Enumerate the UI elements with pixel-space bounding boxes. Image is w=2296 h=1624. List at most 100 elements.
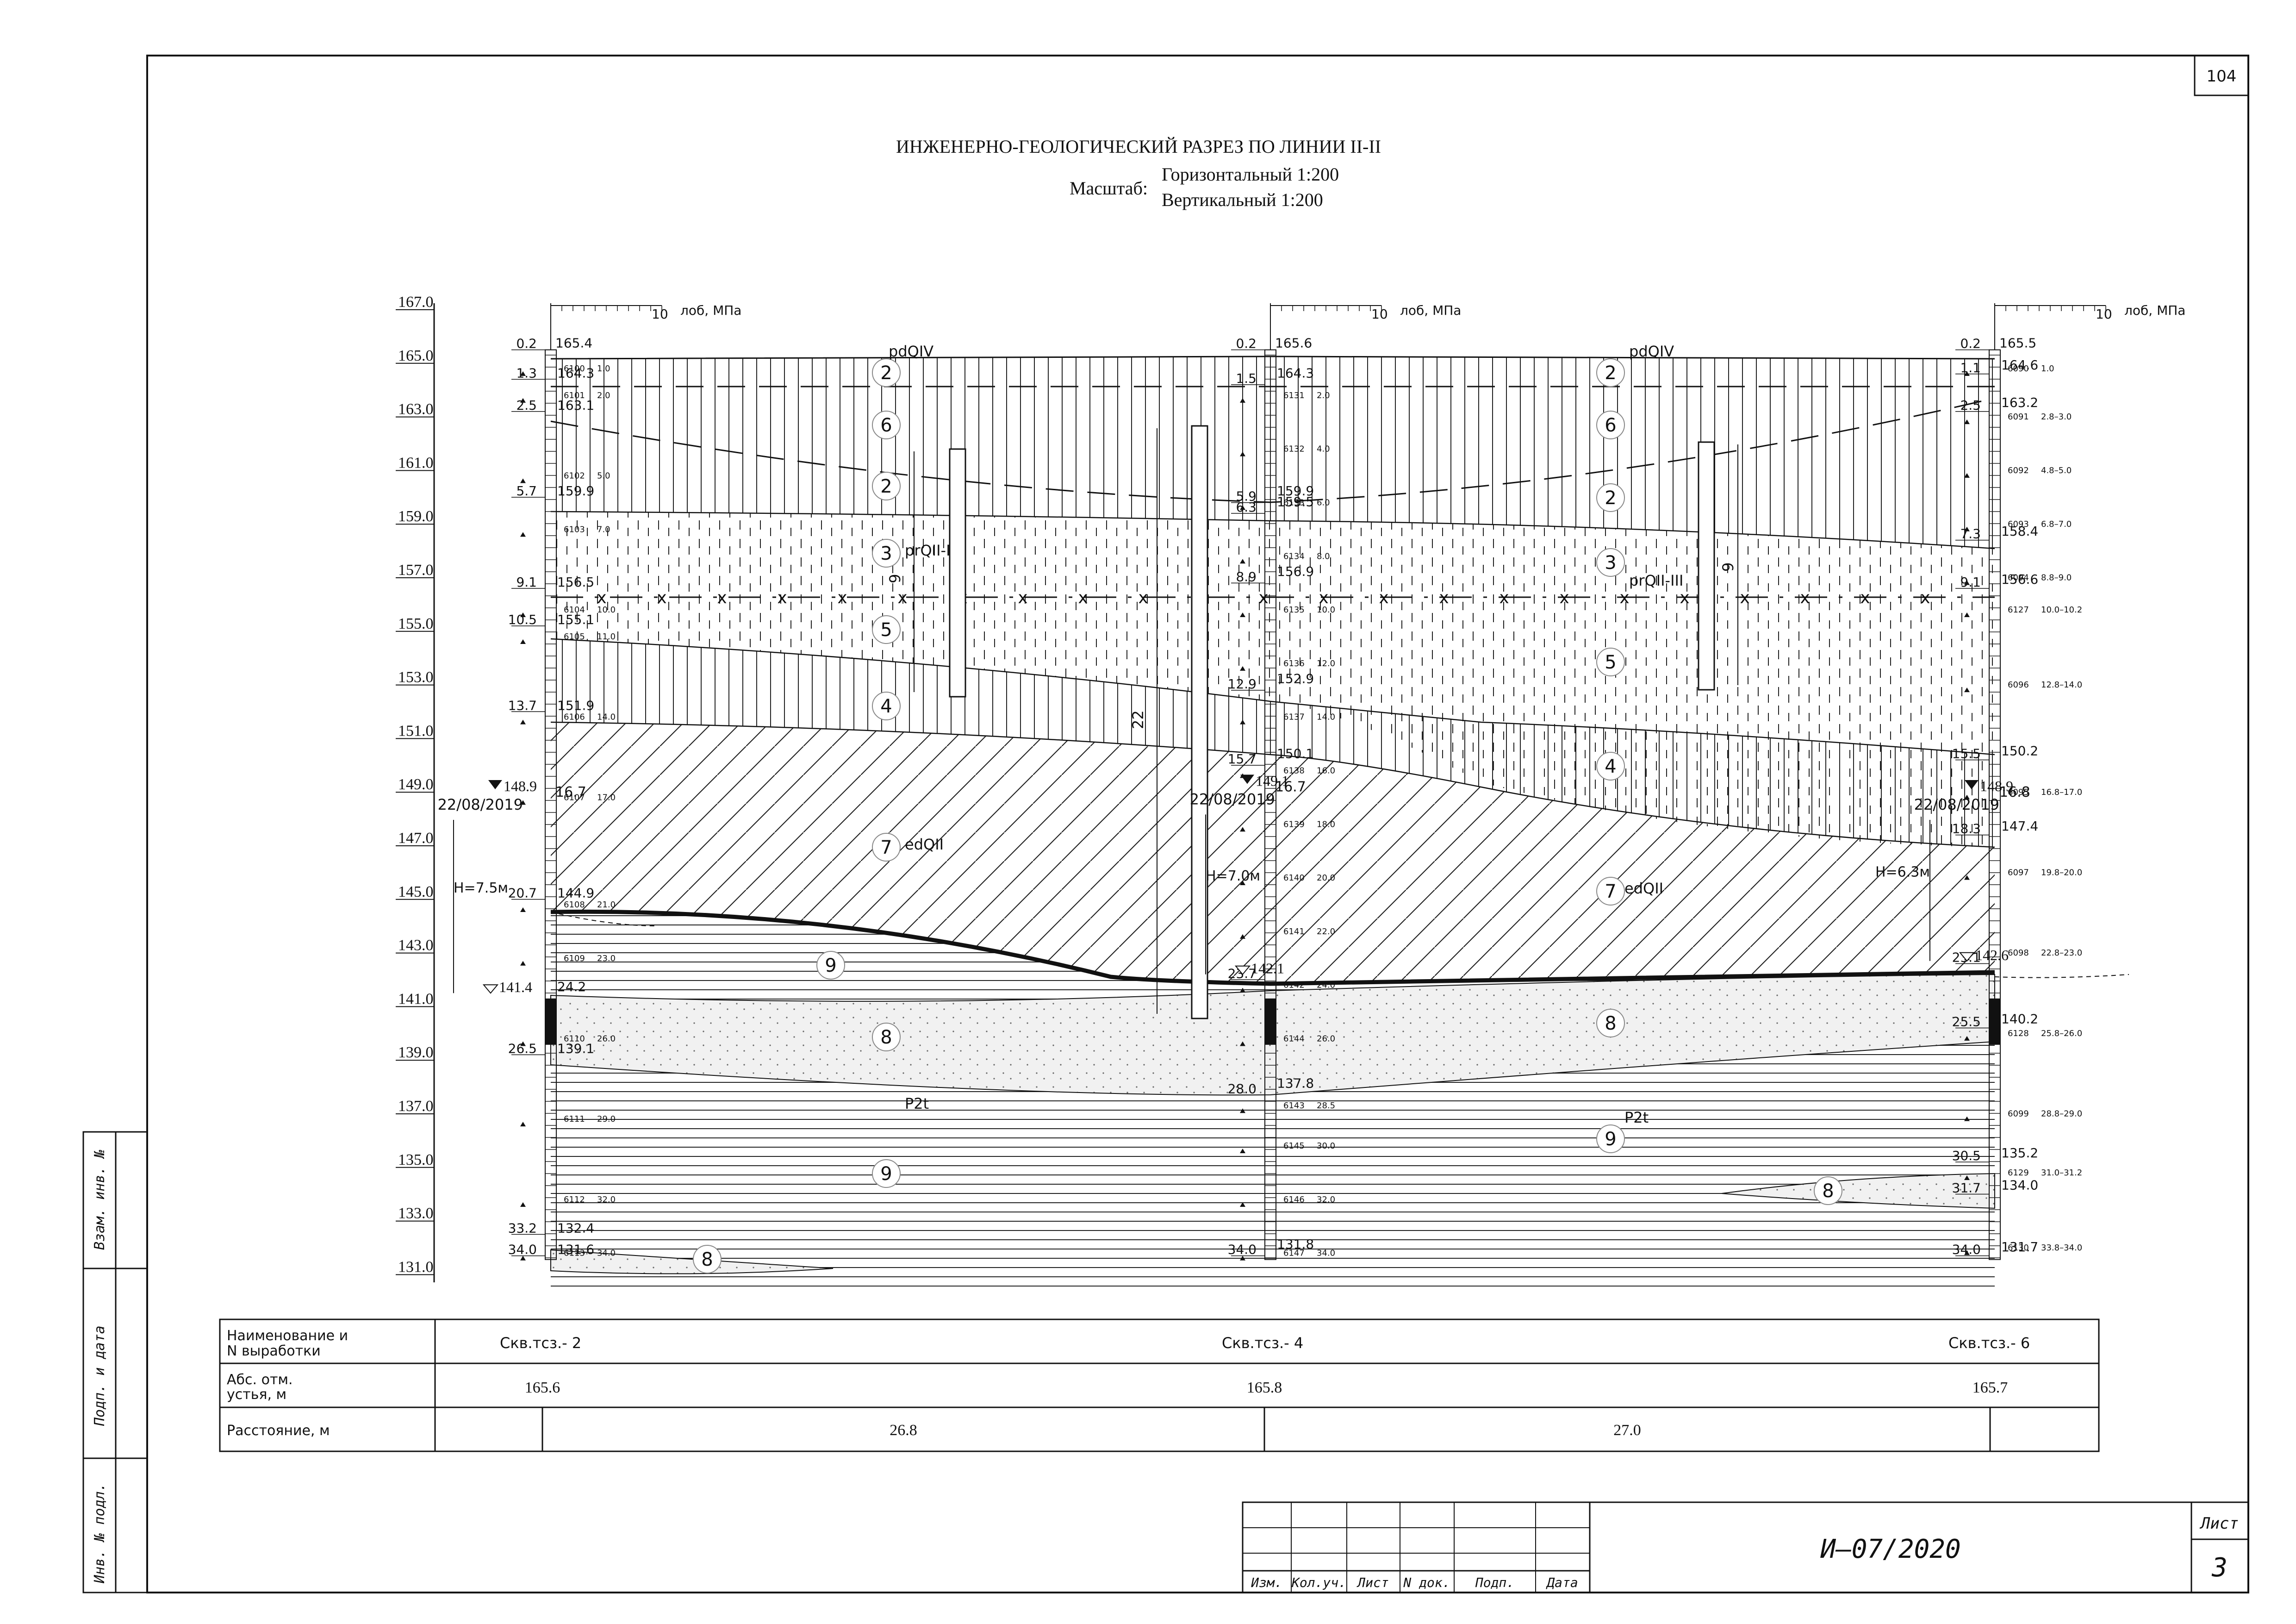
probe-unit: лоб, МПа [2124, 303, 2185, 318]
layer-number: 5 [1605, 652, 1616, 673]
sample-depth: 1.0 [2041, 364, 2054, 374]
elevation-label: 132.4 [557, 1220, 594, 1236]
borehole-head-elevation: 165.5 [1999, 336, 2036, 351]
sample-marker [520, 612, 526, 618]
layer-number-circle [1596, 483, 1625, 512]
sample-depth: 28.8–29.0 [2041, 1109, 2082, 1119]
layer-number-circle [872, 692, 901, 720]
depth-label: 34.0 [1228, 1242, 1257, 1257]
elevation-tick-label: 167.0 [398, 294, 434, 311]
depth-label: 15.7 [1228, 751, 1257, 767]
depth-label: 8.9 [1236, 569, 1257, 584]
layer-number-circle [872, 472, 901, 500]
elevation-tick-label: 143.0 [398, 937, 434, 954]
layer-number-circle [872, 411, 901, 439]
sample-depth: 26.0 [597, 1034, 616, 1043]
elevation-label: 152.9 [1277, 671, 1314, 686]
stamp-header-list: Лист [1356, 1575, 1388, 1590]
elevation-tick-label: 149.0 [398, 776, 434, 793]
borehole-column [545, 349, 557, 1260]
water-level-elevation: 149.1 [1256, 772, 1289, 789]
sample-id: 6144 [1283, 1034, 1305, 1043]
table-distance-0: 26.8 [890, 1422, 917, 1439]
sample-id: 6091 [2008, 412, 2029, 422]
layer-number-circle [1596, 1009, 1625, 1037]
depth-label: 1.5 [1236, 371, 1257, 386]
water-head-h: H=7.0м [1206, 868, 1260, 884]
sample-id: 6147 [1283, 1249, 1305, 1258]
layer-number-circle [1596, 1124, 1625, 1153]
elevation-label: 150.2 [2001, 743, 2038, 759]
water-level-marker [488, 780, 502, 789]
sample-marker [1240, 1255, 1245, 1261]
probe-unit: лоб, МПа [680, 303, 741, 318]
sample-marker [1240, 934, 1245, 939]
sample-marker [520, 639, 526, 644]
sample-marker [1964, 371, 1970, 376]
probe-scale: 10 [2096, 306, 2112, 322]
strat-edQII-right: edQII [1624, 880, 1663, 897]
sheet-number-top: 104 [2207, 67, 2237, 86]
layer-number: 4 [880, 696, 892, 717]
sample-depth: 25.8–26.0 [2041, 1029, 2082, 1038]
stamp-sheet-number: 3 [2211, 1553, 2228, 1583]
sample-id: 6103 [564, 525, 585, 534]
elevation-label: 159.9 [1277, 483, 1314, 499]
table-row-name-label-2: N выработки [227, 1343, 321, 1359]
depth-label: 9.1 [516, 575, 537, 590]
elevation-tick-label: 165.0 [398, 347, 434, 364]
elevation-tick-label: 139.0 [398, 1044, 434, 1061]
sample-marker [1964, 875, 1970, 880]
x-mark: x [1680, 588, 1689, 607]
depth-label: 1.3 [516, 365, 537, 381]
sample-marker [520, 1202, 526, 1207]
depth-label: 12.9 [1228, 676, 1257, 692]
sample-id: 6142 [1283, 981, 1305, 990]
sample-marker [1240, 451, 1245, 456]
layer-number-circle [1596, 877, 1625, 906]
elevation-label: 140.2 [2001, 1012, 2038, 1027]
sample-id: 6138 [1283, 766, 1305, 775]
sample-marker [1964, 1175, 1970, 1180]
borehole-casing [545, 998, 556, 1045]
elevation-tick-label: 131.0 [398, 1258, 434, 1275]
elevation-label: 155.1 [557, 612, 594, 627]
elevation-label: 151.9 [557, 698, 594, 713]
strat-pdQIV-right: pdQIV [1629, 343, 1674, 360]
stamp-document-code: И–07/2020 [1820, 1534, 1960, 1564]
borehole-casing [1265, 998, 1276, 1045]
depth-label: 7.3 [1960, 526, 1981, 542]
sample-id: 6129 [2008, 1168, 2029, 1178]
elevation-label: 163.1 [557, 398, 594, 413]
borehole-column [1989, 349, 2001, 1260]
depth-label: 34.0 [508, 1242, 537, 1257]
sample-depth: 12.0 [1317, 659, 1335, 668]
depth-label: 13.7 [508, 698, 537, 713]
sample-depth: 18.0 [1317, 819, 1335, 829]
strat-pdQIV-left: pdQIV [889, 343, 933, 360]
water-level-elevation: 148.9 [1980, 778, 2013, 794]
sample-id: 6137 [1283, 712, 1305, 722]
sample-depth: 2.0 [1317, 391, 1330, 400]
layer-number: 3 [880, 543, 892, 564]
layer-number: 2 [1605, 487, 1616, 509]
sample-depth: 17.0 [597, 793, 616, 802]
x-mark: x [657, 588, 666, 607]
elevation-tick-label: 145.0 [398, 883, 434, 900]
sample-id: 6146 [1283, 1195, 1305, 1205]
sample-depth: 20.0 [1317, 873, 1335, 883]
stamp-header-kol: Кол.уч. [1291, 1575, 1346, 1590]
water-level-date: 22/08/2019 [1190, 790, 1275, 808]
sample-marker [520, 1122, 526, 1127]
layer-number-circle [1596, 358, 1625, 387]
sample-id: 6102 [564, 471, 585, 481]
sample-id: 6097 [2008, 868, 2029, 877]
sample-marker [1964, 687, 1970, 693]
elevation-axis: 167.0165.0163.0161.0159.0157.0155.0153.0… [396, 294, 435, 1282]
elevation-label: 131.7 [2001, 1239, 2038, 1255]
x-mark: x [1319, 588, 1328, 607]
sample-depth: 10.0 [1317, 605, 1335, 615]
layer-number: 6 [880, 415, 892, 436]
sample-depth: 4.8–5.0 [2041, 466, 2072, 475]
